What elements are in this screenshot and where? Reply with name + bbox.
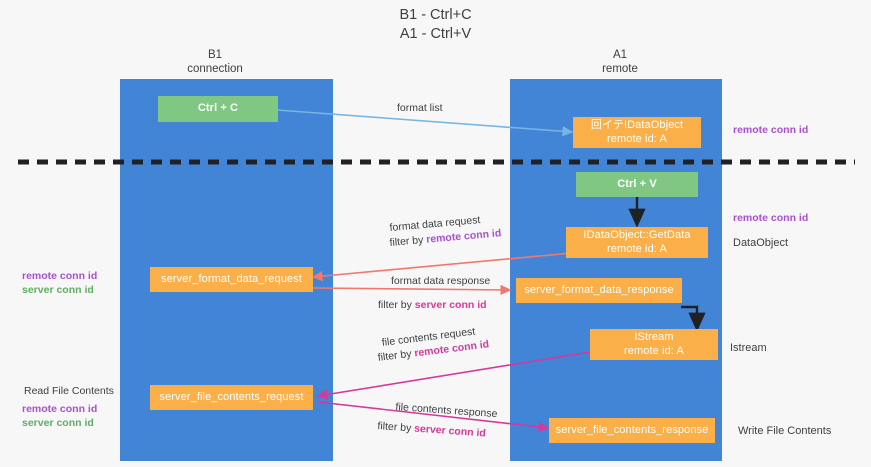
- title-line-1: B1 - Ctrl+C: [399, 7, 472, 23]
- box-server-file-contents-request[interactable]: server_file_contents_request: [150, 385, 313, 410]
- right-label-istream: Istream: [730, 342, 767, 354]
- box-server-file-contents-request-label: server_file_contents_request: [159, 390, 304, 403]
- filter-prefix: filter by: [377, 347, 416, 364]
- box-server-file-contents-response-label: server_file_contents_response: [555, 423, 709, 436]
- label-format-data-response: format data response: [391, 275, 491, 287]
- box-getdata-line1: IDataObject::GetData: [583, 229, 691, 241]
- lane-header-a1: A1 remote: [560, 48, 680, 76]
- box-server-format-data-response-label: server_format_data_response: [524, 283, 674, 296]
- right-label-write-file-contents: Write File Contents: [738, 425, 832, 437]
- left-label-low-server-conn-id: server conn id: [22, 416, 94, 430]
- right-label-remote-conn-id-mid: remote conn id: [733, 211, 808, 225]
- box-idataobject-line2: remote id: A: [607, 132, 667, 145]
- box-server-format-data-response[interactable]: server_format_data_response: [516, 278, 682, 303]
- lane-header-a1-line1: A1: [612, 49, 628, 61]
- filter-prefix: filter by: [389, 233, 427, 249]
- box-idataobject-getdata[interactable]: IDataObject::GetData remote id: A: [566, 227, 708, 258]
- label-file-contents-response-text: file contents response: [395, 400, 498, 421]
- lane-header-b1: B1 connection: [155, 48, 275, 76]
- left-label-remote-text: remote conn id: [22, 270, 98, 282]
- box-server-format-data-request-label: server_format_data_request: [161, 272, 302, 285]
- box-idataobject[interactable]: 回イテIDataObject remote id: A: [573, 117, 701, 148]
- box-ctrl-c[interactable]: Ctrl + C: [158, 96, 278, 122]
- right-label-top-text: remote conn id: [733, 124, 809, 136]
- left-label-server-text: server conn id: [22, 284, 94, 296]
- box-ctrl-v-label: Ctrl + V: [617, 177, 657, 190]
- arrow-format-data-response: [312, 284, 512, 296]
- right-label-mid-text: remote conn id: [733, 212, 809, 224]
- left-label-low-server-text: server conn id: [22, 417, 94, 429]
- label-format-data-response-filter: filter by server conn id: [378, 298, 487, 312]
- box-server-file-contents-response[interactable]: server_file_contents_response: [549, 418, 715, 443]
- right-label-remote-conn-id-top: remote conn id: [733, 123, 808, 137]
- left-label-low-remote-text: remote conn id: [22, 403, 98, 415]
- right-label-dataobject: DataObject: [733, 237, 789, 249]
- left-label-read-file-contents: Read File Contents: [24, 385, 114, 397]
- lane-header-b1-line1: B1: [207, 49, 223, 61]
- box-server-format-data-request[interactable]: server_format_data_request: [150, 267, 313, 292]
- box-idataobject-line1: 回イテIDataObject: [590, 119, 684, 131]
- title-line-2: A1 - Ctrl+V: [399, 26, 472, 42]
- left-label-low-remote-conn-id: remote conn id: [22, 402, 97, 416]
- box-istream[interactable]: IStream remote id: A: [590, 329, 718, 360]
- box-istream-line1: IStream: [634, 331, 674, 343]
- filter-key-server-conn-id: server conn id: [413, 422, 487, 440]
- filter-prefix: filter by: [377, 419, 415, 435]
- filter-prefix: filter by: [378, 299, 415, 311]
- box-getdata-line2: remote id: A: [607, 242, 667, 255]
- left-label-remote-conn-id: remote conn id: [22, 269, 97, 283]
- box-ctrl-v[interactable]: Ctrl + V: [576, 172, 698, 197]
- label-format-list: format list: [397, 102, 443, 114]
- box-istream-line2: remote id: A: [624, 344, 684, 357]
- lane-header-b1-line2: connection: [187, 63, 243, 75]
- box-ctrl-c-label: Ctrl + C: [197, 102, 239, 115]
- label-file-contents-response: file contents response: [395, 400, 498, 421]
- label-file-contents-response-filter: filter by server conn id: [377, 419, 486, 441]
- left-label-server-conn-id: server conn id: [22, 283, 94, 297]
- lane-header-a1-line2: remote: [602, 63, 638, 75]
- page-title: B1 - Ctrl+C A1 - Ctrl+V: [0, 6, 871, 44]
- filter-key-server-conn-id: server conn id: [414, 299, 487, 311]
